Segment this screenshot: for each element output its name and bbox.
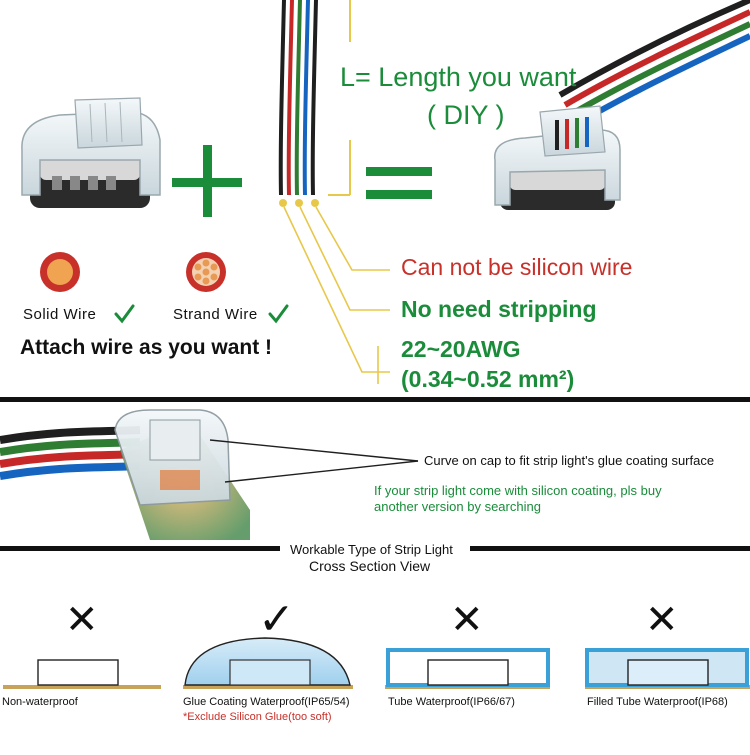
length-marker [328,0,351,196]
silicon-note-line1: If your strip light come with silicon co… [374,483,662,498]
glue-coating-diagram [184,637,351,686]
length-label: L= Length you want [340,62,577,92]
strand-wire-icon [186,252,226,292]
silicon-note-line2: another version by searching [374,499,541,514]
divider-left [0,546,280,551]
glue-exclusion-note: *Exclude Silicon Glue(too soft) [183,711,332,723]
type-label-filled-tube: Filled Tube Waterproof(IP68) [587,696,728,708]
silicon-warning: Can not be silicon wire [401,254,633,280]
attach-wire-heading: Attach wire as you want ! [20,336,273,359]
type-label-non-waterproof: Non-waterproof [2,696,78,708]
mm-range-label: (0.34~0.52 mm²) [401,366,575,392]
cross-icon: ✕ [65,598,99,642]
tube-waterproof-diagram [386,648,550,687]
strip-photo-image [0,409,250,540]
plus-icon [172,145,242,217]
awg-label: 22~20AWG [401,336,521,362]
strand-wire-label: Strand Wire [173,306,258,323]
filled-tube-diagram [585,648,749,687]
callout-leaders [283,206,390,384]
section-subheading: Cross Section View [309,558,431,574]
no-stripping-label: No need stripping [401,296,597,322]
solid-wire-label: Solid Wire [23,306,97,323]
section-heading: Workable Type of Strip Light [290,542,453,557]
curve-pointer-lines [209,439,419,483]
type-label-glue-coating: Glue Coating Waterproof(IP65/54) [183,696,350,708]
solid-wire-icon [40,252,80,292]
diy-label: ( DIY ) [427,100,505,130]
cross-icon: ✕ [450,598,484,642]
checkmark-icon: ✓ [258,595,295,644]
wire-bundle-image [278,0,318,196]
connector-assembled-image [494,0,750,210]
wire-end-dots [279,199,319,207]
non-waterproof-diagram [37,659,119,686]
equals-icon [366,167,432,199]
curve-note: Curve on cap to fit strip light's glue c… [424,453,715,468]
connector-open-image [21,97,161,208]
divider-right [470,546,750,551]
type-label-tube: Tube Waterproof(IP66/67) [388,696,515,708]
cross-icon: ✕ [645,598,679,642]
check-icon [114,304,289,324]
divider-top [0,397,750,402]
